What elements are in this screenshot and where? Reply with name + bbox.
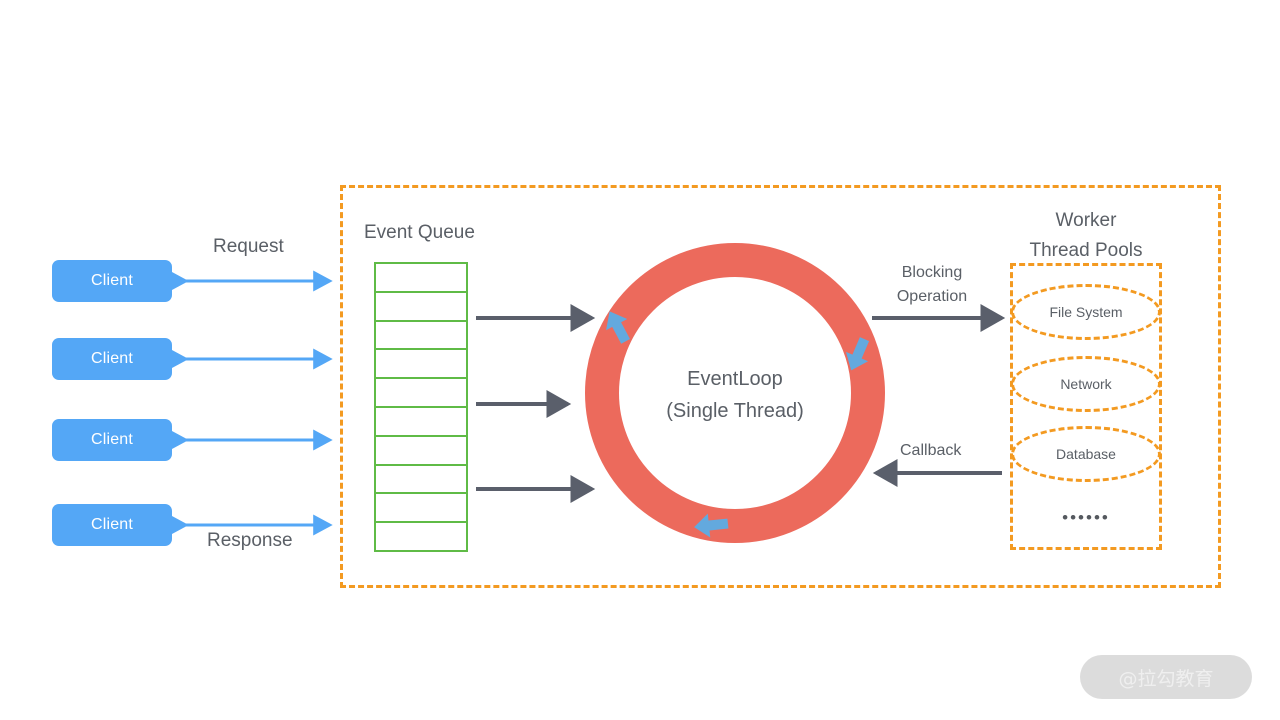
event-queue-cell — [376, 293, 466, 322]
worker-pool-more-indicator: •••••• — [1062, 508, 1110, 527]
eventloop-label-line2: (Single Thread) — [666, 400, 804, 422]
eventloop-label: EventLoop (Single Thread) — [605, 363, 865, 427]
blocking-operation-line2: Operation — [896, 288, 968, 305]
worker-pool-item-label: Network — [1060, 376, 1112, 392]
callback-label: Callback — [900, 442, 962, 459]
client-label: Client — [90, 350, 134, 367]
watermark-badge: @拉勾教育 — [1080, 655, 1252, 699]
blocking-operation-line1: Blocking — [901, 264, 963, 281]
worker-pool-item-label: Database — [1056, 446, 1116, 462]
event-queue-cell — [376, 437, 466, 466]
event-queue-cell — [376, 379, 466, 408]
client-request-response-arrows — [169, 270, 333, 536]
client-box-4[interactable]: Client — [52, 504, 172, 546]
client-box-3[interactable]: Client — [52, 419, 172, 461]
rotation-arrow-top-left — [606, 311, 630, 344]
worker-pool-item-file-system[interactable]: File System — [1011, 284, 1161, 340]
event-queue-cells — [374, 262, 468, 552]
event-queue-cell — [376, 408, 466, 437]
eventloop-rotation-arrows — [606, 311, 870, 538]
watermark-text: @拉勾教育 — [1118, 667, 1214, 690]
event-queue-cell — [376, 322, 466, 351]
request-label: Request — [213, 236, 284, 257]
worker-title-line2: Thread Pools — [1029, 240, 1143, 261]
response-label: Response — [207, 530, 293, 551]
worker-thread-pools-box — [1010, 263, 1162, 550]
blocking-operation-label: Blocking Operation — [876, 261, 988, 309]
rotation-arrow-right — [846, 337, 870, 371]
event-queue-title: Event Queue — [364, 222, 475, 243]
client-label: Client — [90, 272, 134, 289]
event-queue-cell — [376, 350, 466, 380]
client-box-2[interactable]: Client — [52, 338, 172, 380]
worker-thread-pools-title: Worker Thread Pools — [976, 206, 1196, 266]
eventloop-ring — [585, 243, 885, 543]
rotation-arrow-bottom — [694, 513, 729, 538]
queue-to-eventloop-arrows — [476, 304, 596, 503]
event-queue-cell — [376, 523, 466, 550]
event-queue-cell — [376, 494, 466, 524]
client-label: Client — [90, 516, 134, 533]
eventloop-label-line1: EventLoop — [687, 368, 783, 390]
event-queue-cell — [376, 264, 466, 293]
client-label: Client — [90, 431, 134, 448]
worker-pool-item-label: File System — [1049, 304, 1123, 320]
worker-pool-item-database[interactable]: Database — [1011, 426, 1161, 482]
event-queue-cell — [376, 466, 466, 495]
client-box-1[interactable]: Client — [52, 260, 172, 302]
worker-title-line1: Worker — [1055, 210, 1117, 231]
server-boundary-dashed-box — [340, 185, 1221, 588]
worker-pool-item-network[interactable]: Network — [1011, 356, 1161, 412]
